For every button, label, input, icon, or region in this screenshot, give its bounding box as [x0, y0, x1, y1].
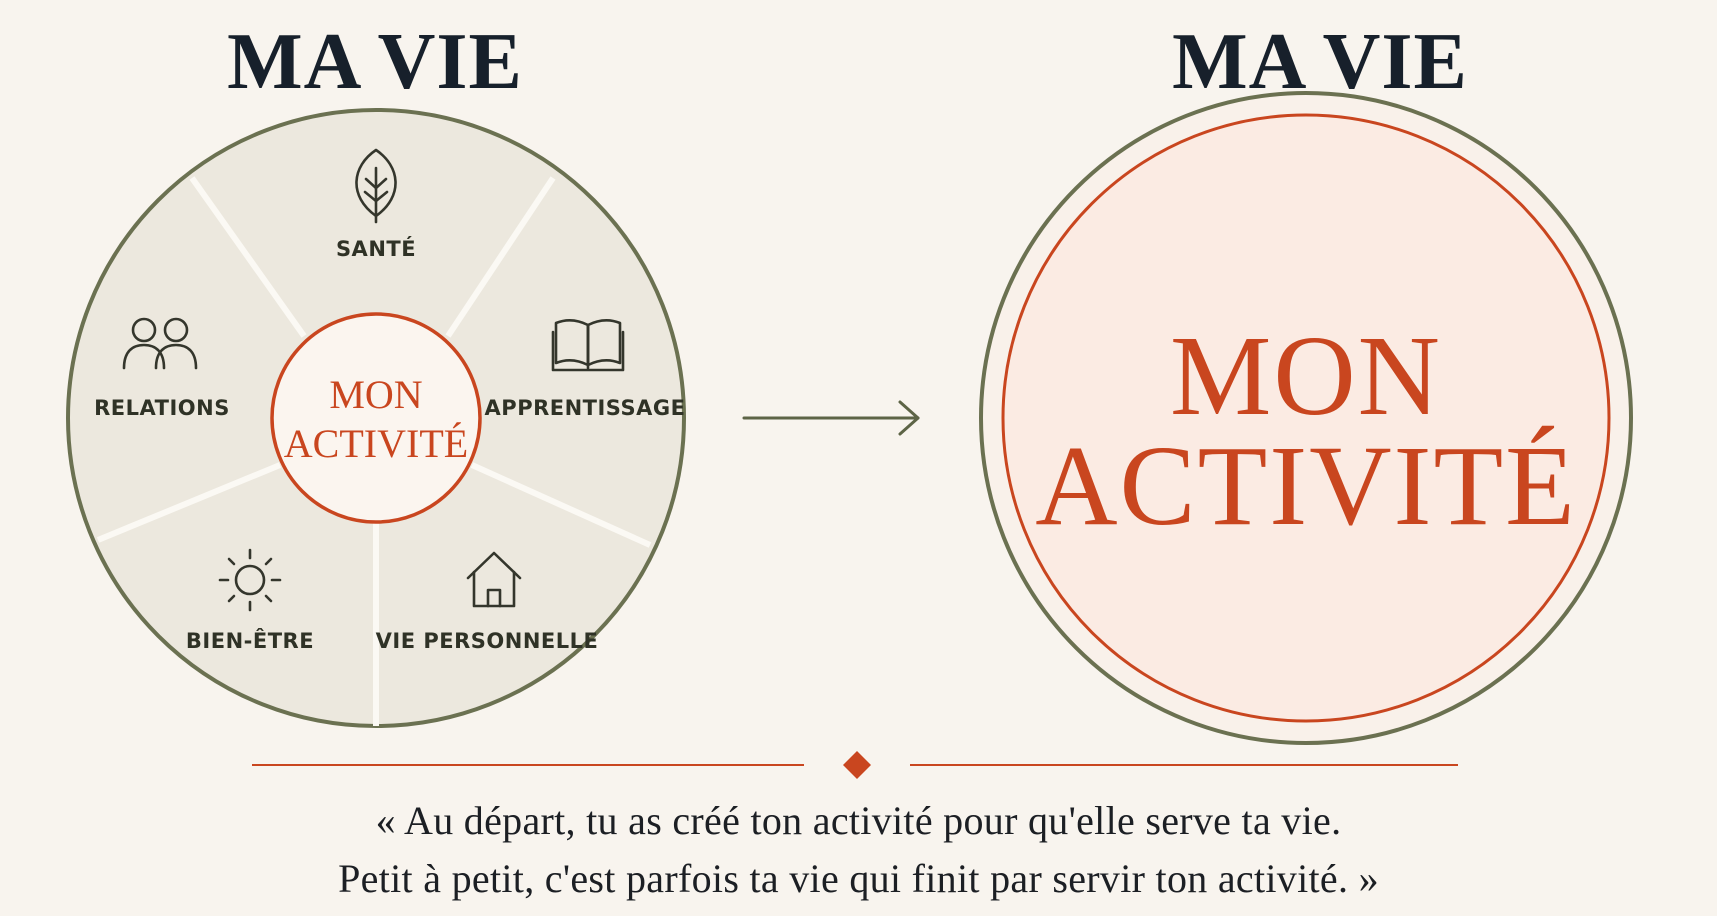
house-icon: [466, 551, 522, 608]
quote-line-2: Petit à petit, c'est parfois ta vie qui …: [338, 856, 1379, 901]
center-circle: [270, 312, 482, 524]
separator-line: [445, 176, 556, 338]
separator-line: [96, 462, 282, 543]
right-label-line2: ACTIVITÉ: [1035, 422, 1577, 549]
segment-label-sante: SANTÉ: [336, 236, 416, 261]
wheel-separators: [96, 176, 652, 726]
segment-label-apprentissage: APPRENTISSAGE: [485, 396, 686, 420]
right-label-line1: MON: [1170, 312, 1442, 439]
people-icon: [122, 317, 198, 370]
arrow-right-icon: [742, 400, 920, 436]
life-wheel: MON ACTIVITÉ SANTÉ APPRENTISSAGE VIE PER…: [66, 108, 686, 728]
separator-line: [470, 462, 652, 548]
right-inner-circle: [1001, 113, 1611, 723]
book-icon: [551, 318, 625, 372]
separator-line: [189, 176, 307, 338]
segment-label-bien-etre: BIEN-ÊTRE: [186, 628, 314, 653]
quote-line-1: « Au départ, tu as créé ton activité pou…: [375, 798, 1342, 843]
left-title: MA VIE: [227, 18, 523, 106]
quote-divider: [252, 751, 1458, 779]
center-label-line2: ACTIVITÉ: [284, 421, 468, 466]
leaf-icon: [355, 148, 397, 224]
sun-icon: [218, 548, 282, 612]
segment-label-relations: RELATIONS: [94, 396, 230, 420]
diamond-icon: [843, 751, 871, 779]
segment-label-vie-personnelle: VIE PERSONNELLE: [376, 629, 599, 653]
center-label-line1: MON: [329, 372, 422, 417]
activity-circle: MON ACTIVITÉ: [979, 91, 1633, 745]
